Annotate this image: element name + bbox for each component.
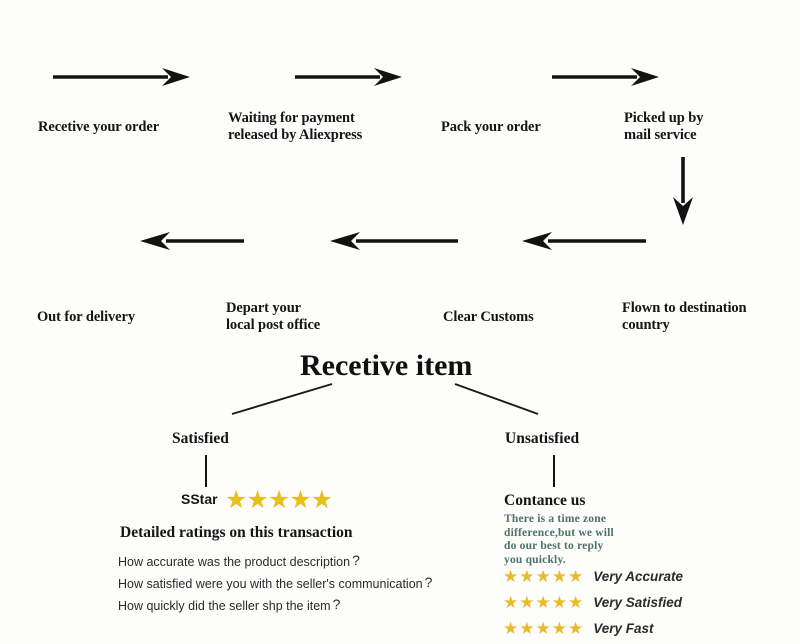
contact-us-note: There is a time zone difference,but we w…: [504, 513, 614, 566]
step-label-picked-up: Picked up by mail service: [624, 110, 704, 143]
step-label-receive-order: Recetive your order: [38, 119, 160, 135]
result-row-fast: ★★★★★ Very Fast: [503, 620, 654, 637]
branch-label-satisfied: Satisfied: [172, 430, 229, 447]
detailed-ratings-heading: Detailed ratings on this transaction: [120, 524, 353, 541]
arrow-right-1: [53, 68, 190, 86]
connector-unsatisfied-stem: [553, 455, 555, 487]
arrow-left-3: [522, 232, 646, 250]
step-label-clear-customs: Clear Customs: [443, 309, 534, 325]
arrow-right-2: [295, 68, 402, 86]
result-text-satisfied: Very Satisfied: [593, 595, 682, 610]
arrow-right-3: [552, 68, 659, 86]
branch-connectors: [231, 383, 539, 415]
result-row-satisfied: ★★★★★ Very Satisfied: [503, 594, 682, 611]
question-mark-icon: ?: [352, 552, 360, 568]
question-mark-icon: ?: [424, 574, 433, 590]
step-label-out-for-delivery: Out for delivery: [37, 309, 136, 325]
branch-label-unsatisfied: Unsatisfied: [505, 430, 580, 447]
connector-satisfied-stem: [205, 455, 207, 487]
rating-question-3-text: How quickly did the seller shp the item: [118, 599, 331, 613]
rating-question-1: How accurate was the product description…: [118, 552, 360, 569]
result-text-fast: Very Fast: [593, 621, 654, 636]
arrow-down-right: [673, 157, 693, 225]
sstar-label: SStar: [181, 491, 218, 507]
arrow-left-1: [140, 232, 244, 250]
result-text-accurate: Very Accurate: [593, 569, 684, 584]
step-label-waiting-payment: Waiting for payment released by Aliexpre…: [228, 110, 363, 143]
rating-question-2-text: How satisfied were you with the seller's…: [118, 577, 423, 591]
question-mark-icon: ?: [332, 596, 341, 612]
contact-us-heading: Contance us: [504, 492, 586, 509]
rating-question-2: How satisfied were you with the seller's…: [118, 574, 432, 591]
step-label-pack-order: Pack your order: [441, 119, 541, 135]
satisfied-star-rating: ★★★★★: [225, 487, 333, 514]
result-stars-satisfied: ★★★★★: [503, 593, 585, 612]
step-label-depart-post-office: Depart your local post office: [226, 300, 321, 333]
rating-question-1-text: How accurate was the product description: [118, 555, 351, 569]
result-row-accurate: ★★★★★ Very Accurate: [503, 568, 683, 585]
result-stars-accurate: ★★★★★: [503, 567, 585, 586]
arrow-left-2: [330, 232, 458, 250]
result-stars-fast: ★★★★★: [503, 619, 585, 638]
rating-question-3: How quickly did the seller shp the item?: [118, 596, 340, 613]
page-title: Recetive item: [300, 349, 473, 382]
step-label-flown-destination: Flown to destination country: [622, 300, 747, 333]
